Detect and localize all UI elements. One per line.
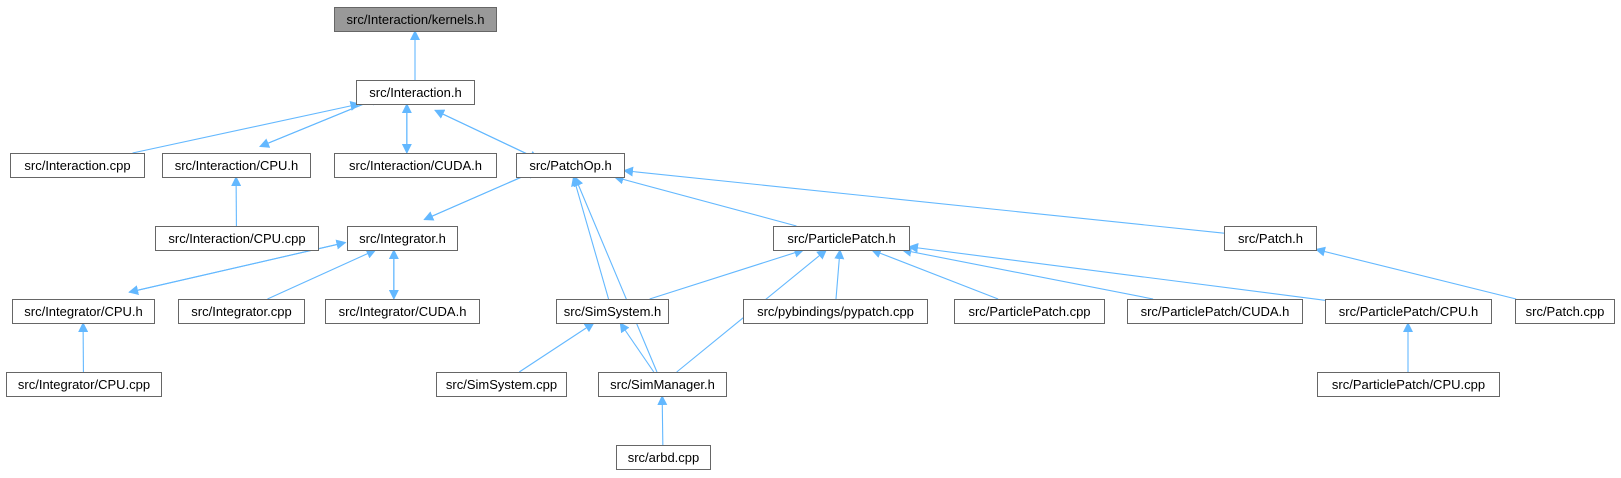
node-particlepatch-cpu-h[interactable]: src/ParticlePatch/CPU.h <box>1325 299 1492 324</box>
node-box <box>356 80 475 105</box>
node-box <box>773 226 910 251</box>
node-label: src/Integrator.cpp <box>191 304 291 319</box>
edge-simmanager-h-to-simsystem-h <box>619 322 655 373</box>
node-label: src/Integrator/CPU.cpp <box>18 377 150 392</box>
node-box <box>1515 299 1615 324</box>
node-box <box>12 299 155 324</box>
edge-particlepatch-cpu-h-to-particlepatch-h <box>908 242 1326 301</box>
node-box <box>616 445 711 470</box>
edge-integrator-cpp-to-integrator-h <box>267 249 377 300</box>
node-label: src/Interaction.cpp <box>24 158 130 173</box>
node-label: src/Patch.h <box>1238 231 1303 246</box>
node-label: src/ParticlePatch.cpp <box>968 304 1090 319</box>
node-label: src/SimManager.h <box>610 377 715 392</box>
node-label: src/arbd.cpp <box>628 450 700 465</box>
node-simsystem-cpp[interactable]: src/SimSystem.cpp <box>436 372 567 397</box>
node-label: src/Interaction/CPU.cpp <box>168 231 305 246</box>
node-box <box>1224 226 1317 251</box>
edge-simsystem-h-to-patchop-h <box>571 176 610 300</box>
node-box <box>436 372 567 397</box>
edge-patch-cpp-to-patch-h <box>1315 246 1517 300</box>
edge-interaction-h-to-interaction-cpu-h <box>259 97 380 148</box>
node-box <box>516 153 625 178</box>
node-label: src/Interaction.h <box>369 85 462 100</box>
node-box <box>10 153 145 178</box>
node-label: src/Patch.cpp <box>1526 304 1605 319</box>
node-box <box>325 299 480 324</box>
node-label: src/ParticlePatch/CPU.h <box>1339 304 1478 319</box>
node-kernels[interactable]: src/Interaction/kernels.h <box>334 7 497 32</box>
edge-simmanager-h-to-patchop-h <box>573 176 658 373</box>
node-patch-cpp[interactable]: src/Patch.cpp <box>1515 299 1615 324</box>
node-box <box>1127 299 1303 324</box>
node-label: src/Interaction/kernels.h <box>346 12 484 27</box>
edge-simsystem-cpp-to-simsystem-h <box>518 322 595 373</box>
node-box <box>155 226 319 251</box>
node-label: src/SimSystem.cpp <box>446 377 557 392</box>
edge-simsystem-h-to-particlepatch-h <box>649 247 805 300</box>
node-simmanager-h[interactable]: src/SimManager.h <box>598 372 727 397</box>
edges-layer <box>78 30 1517 446</box>
node-integrator-cpu-h[interactable]: src/Integrator/CPU.h <box>12 299 155 324</box>
node-particlepatch-cuda-h[interactable]: src/ParticlePatch/CUDA.h <box>1127 299 1303 324</box>
edge-patchop-h-to-integrator-h <box>423 170 537 221</box>
node-label: src/Integrator/CUDA.h <box>339 304 467 319</box>
node-box <box>334 153 497 178</box>
node-label: src/ParticlePatch/CUDA.h <box>1141 304 1290 319</box>
node-interaction-cuda-h[interactable]: src/Interaction/CUDA.h <box>334 153 497 178</box>
node-box <box>954 299 1105 324</box>
edge-particlepatch-cpp-to-particlepatch-h <box>870 248 999 300</box>
edge-interaction-cpp-to-interaction-h <box>132 101 361 154</box>
node-particlepatch-cpu-cpp[interactable]: src/ParticlePatch/CPU.cpp <box>1317 372 1500 397</box>
node-box <box>743 299 928 324</box>
node-pypatch-cpp[interactable]: src/pybindings/pypatch.cpp <box>743 299 928 324</box>
node-box <box>1325 299 1492 324</box>
node-interaction-cpu-h[interactable]: src/Interaction/CPU.h <box>162 153 311 178</box>
node-integrator-h[interactable]: src/Integrator.h <box>347 226 458 251</box>
node-label: src/ParticlePatch/CPU.cpp <box>1332 377 1485 392</box>
node-box <box>1317 372 1500 397</box>
node-patchop-h[interactable]: src/PatchOp.h <box>516 153 625 178</box>
node-interaction-cpu-cpp[interactable]: src/Interaction/CPU.cpp <box>155 226 319 251</box>
node-label: src/pybindings/pypatch.cpp <box>757 304 914 319</box>
node-particlepatch-h[interactable]: src/ParticlePatch.h <box>773 226 910 251</box>
node-patch-h[interactable]: src/Patch.h <box>1224 226 1317 251</box>
edge-particlepatch-h-to-patchop-h <box>613 174 797 227</box>
node-label: src/Integrator/CPU.h <box>24 304 143 319</box>
edge-pypatch-cpp-to-particlepatch-h <box>834 249 845 300</box>
node-box <box>178 299 305 324</box>
node-box <box>334 7 497 32</box>
node-label: src/PatchOp.h <box>529 158 611 173</box>
node-particlepatch-cpp[interactable]: src/ParticlePatch.cpp <box>954 299 1105 324</box>
node-interaction-cpp[interactable]: src/Interaction.cpp <box>10 153 145 178</box>
node-arbd-cpp[interactable]: src/arbd.cpp <box>616 445 711 470</box>
node-box <box>598 372 727 397</box>
node-box <box>162 153 311 178</box>
node-integrator-cpp[interactable]: src/Integrator.cpp <box>178 299 305 324</box>
node-label: src/Interaction/CUDA.h <box>349 158 482 173</box>
node-simsystem-h[interactable]: src/SimSystem.h <box>556 299 669 324</box>
node-interaction-h[interactable]: src/Interaction.h <box>356 80 475 105</box>
node-label: src/Integrator.h <box>359 231 446 246</box>
node-label: src/SimSystem.h <box>564 304 662 319</box>
node-integrator-cpu-cpp[interactable]: src/Integrator/CPU.cpp <box>6 372 162 397</box>
node-integrator-cuda-h[interactable]: src/Integrator/CUDA.h <box>325 299 480 324</box>
node-box <box>6 372 162 397</box>
edge-patch-h-to-patchop-h <box>623 166 1225 234</box>
node-box <box>556 299 669 324</box>
node-label: src/Interaction/CPU.h <box>175 158 299 173</box>
node-box <box>347 226 458 251</box>
node-label: src/ParticlePatch.h <box>787 231 895 246</box>
nodes-layer: src/Interaction/kernels.h src/Interaction… <box>6 7 1615 470</box>
edge-arbd-cpp-to-simmanager-h <box>657 395 668 446</box>
edge-particlepatch-cuda-h-to-particlepatch-h <box>901 246 1154 300</box>
edge-interaction-h-to-patchop-h <box>434 109 540 161</box>
